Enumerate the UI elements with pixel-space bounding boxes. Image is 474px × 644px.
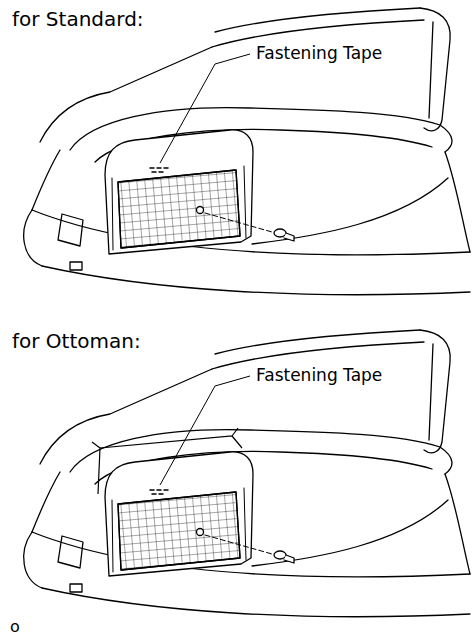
ottoman-box [92, 428, 242, 494]
panel-heading: for Standard: [12, 8, 144, 30]
part-label: Fastening Tape [256, 44, 382, 63]
figure-mark: o [10, 618, 20, 636]
ottoman-trunk [24, 330, 470, 617]
leader-line [160, 376, 250, 485]
panel-heading: for Ottoman: [12, 330, 141, 352]
part-label: Fastening Tape [256, 366, 382, 385]
leader-line [160, 54, 250, 163]
standard-trunk [24, 8, 470, 295]
